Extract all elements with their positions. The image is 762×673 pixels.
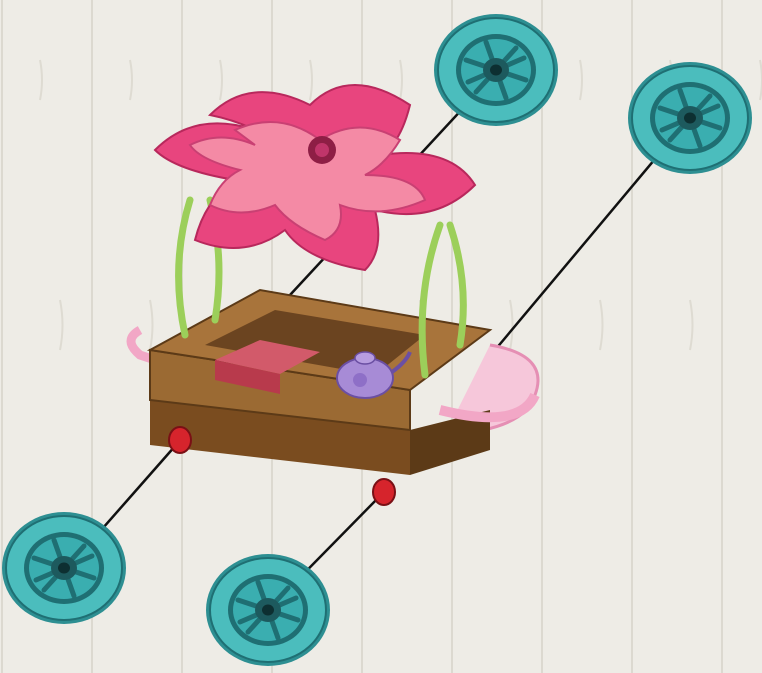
wheel-icon [206,554,330,666]
wheel-icon [2,512,126,624]
wheel-icon [628,62,752,174]
wheel-icon [434,14,558,126]
